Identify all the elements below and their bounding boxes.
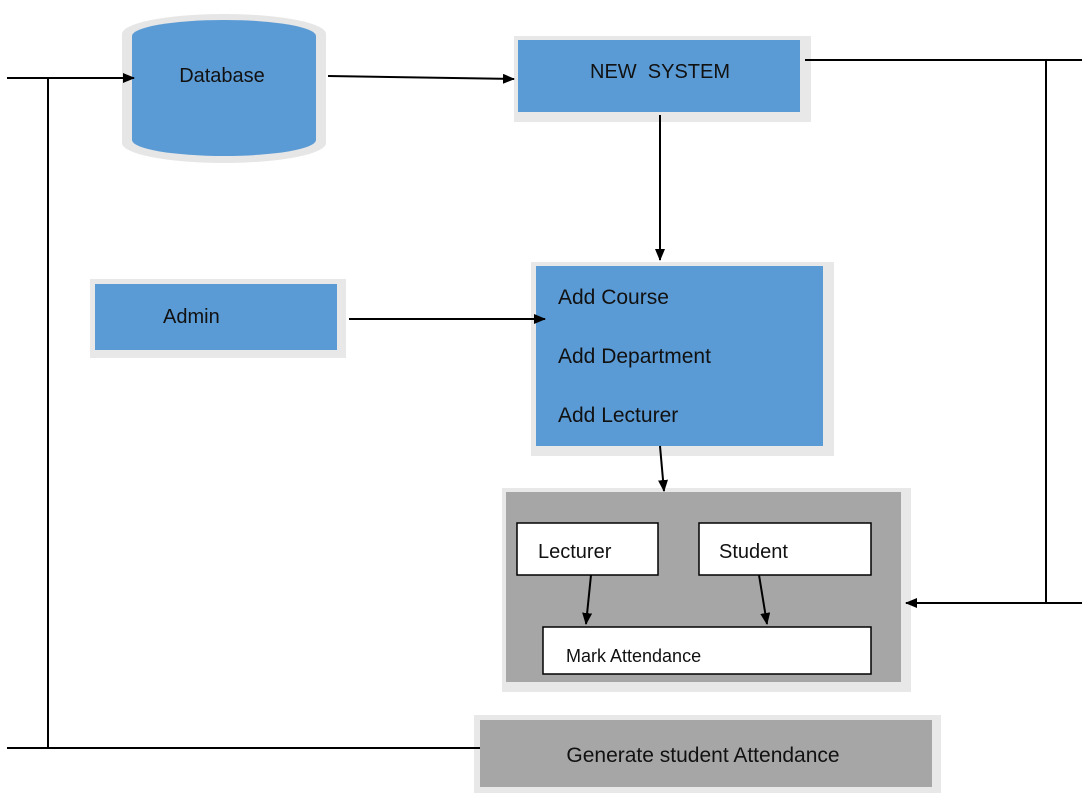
new-system-label: NEW SYSTEM	[590, 61, 730, 83]
database-node: Database	[122, 14, 326, 163]
student-label: Student	[719, 541, 788, 563]
action-add-course: Add Course	[558, 286, 669, 309]
lecturer-label: Lecturer	[538, 541, 612, 563]
mark-attendance-box	[542, 626, 872, 675]
new-system-node: NEW SYSTEM	[514, 36, 811, 122]
admin-label: Admin	[163, 306, 220, 328]
lecturer-box	[516, 522, 659, 576]
arrow-lecturer-to-mark	[582, 574, 593, 625]
attendance-container: Lecturer Student Mark Attendance	[502, 488, 911, 692]
generate-node: Generate student Attendance	[474, 715, 941, 793]
admin-actions-node: Add Course Add Department Add Lecturer	[531, 262, 834, 456]
arrow-student-to-mark	[758, 574, 771, 625]
arrow-database-to-system	[327, 73, 515, 84]
action-add-department: Add Department	[558, 345, 711, 368]
database-label: Database	[179, 65, 265, 87]
admin-node: Admin	[90, 279, 346, 358]
generate-label: Generate student Attendance	[566, 744, 839, 767]
student-box	[698, 522, 872, 576]
action-add-lecturer: Add Lecturer	[558, 404, 678, 427]
arrow-actions-to-container	[658, 445, 669, 492]
connectors	[7, 59, 1082, 749]
mark-attendance-label: Mark Attendance	[566, 646, 701, 666]
